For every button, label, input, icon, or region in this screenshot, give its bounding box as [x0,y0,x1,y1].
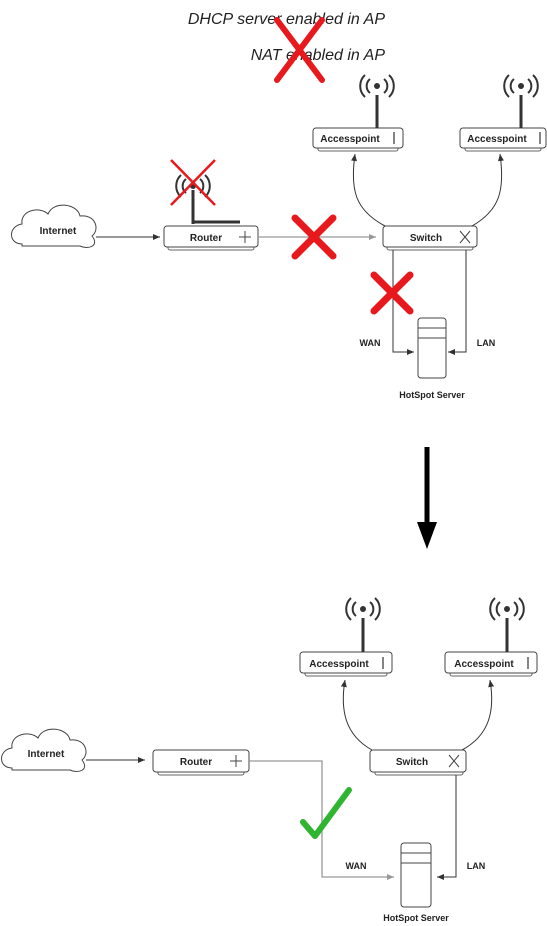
lan-label: LAN [467,861,486,871]
wifi-antenna-icon [345,597,381,621]
accesspoint-2: Accesspoint [444,597,538,677]
wifi-antenna-icon [503,74,539,98]
wifi-antenna-icon [489,597,525,621]
router-label: Router [190,233,222,244]
router-device: Router [163,225,259,251]
switch-device: Switch [382,225,478,251]
move-icon [239,231,251,243]
server-label: HotSpot Server [399,390,465,400]
wifi-antenna-icon [359,74,395,98]
accesspoint-1: Accesspoint [299,597,393,677]
note-dhcp: DHCP server enabled in AP [188,11,385,28]
move-icon [230,755,242,767]
ap1-label: Accesspoint [320,134,380,145]
wan-label: WAN [360,338,381,348]
accesspoint-2: Accesspoint [459,74,547,152]
switch-device: Switch [369,749,467,776]
switch-label: Switch [410,233,442,244]
cross-mark-notes [274,17,325,83]
cross-mark-switch-wan [370,271,414,315]
cross-mark-router-antenna [170,159,216,206]
switch-arrows-icon [459,230,471,244]
switch-label: Switch [396,757,428,768]
ap2-label: Accesspoint [467,134,527,145]
router-label: Router [180,757,212,768]
internet-label: Internet [40,226,77,237]
cross-mark-router-switch [291,214,337,260]
server-label: HotSpot Server [383,913,449,923]
internet-cloud-icon [11,204,97,249]
top-diagram: DHCP server enabled in AP NAT enabled in… [11,11,547,400]
lan-label: LAN [477,338,496,348]
note-nat: NAT enabled in AP [251,47,386,64]
wan-label: WAN [346,861,367,871]
hotspot-server-icon [417,317,447,379]
down-arrow-icon [417,447,437,549]
switch-arrows-icon [448,754,460,768]
router-device: Router [152,749,250,776]
internet-label: Internet [28,749,65,760]
ap1-label: Accesspoint [309,659,369,670]
accesspoint-1: Accesspoint [312,74,404,152]
checkmark-icon [300,787,352,839]
ap2-label: Accesspoint [454,659,514,670]
hotspot-server-icon [400,842,432,908]
bottom-diagram: Internet Router Switch [1,597,538,923]
internet-cloud-icon [1,728,87,773]
